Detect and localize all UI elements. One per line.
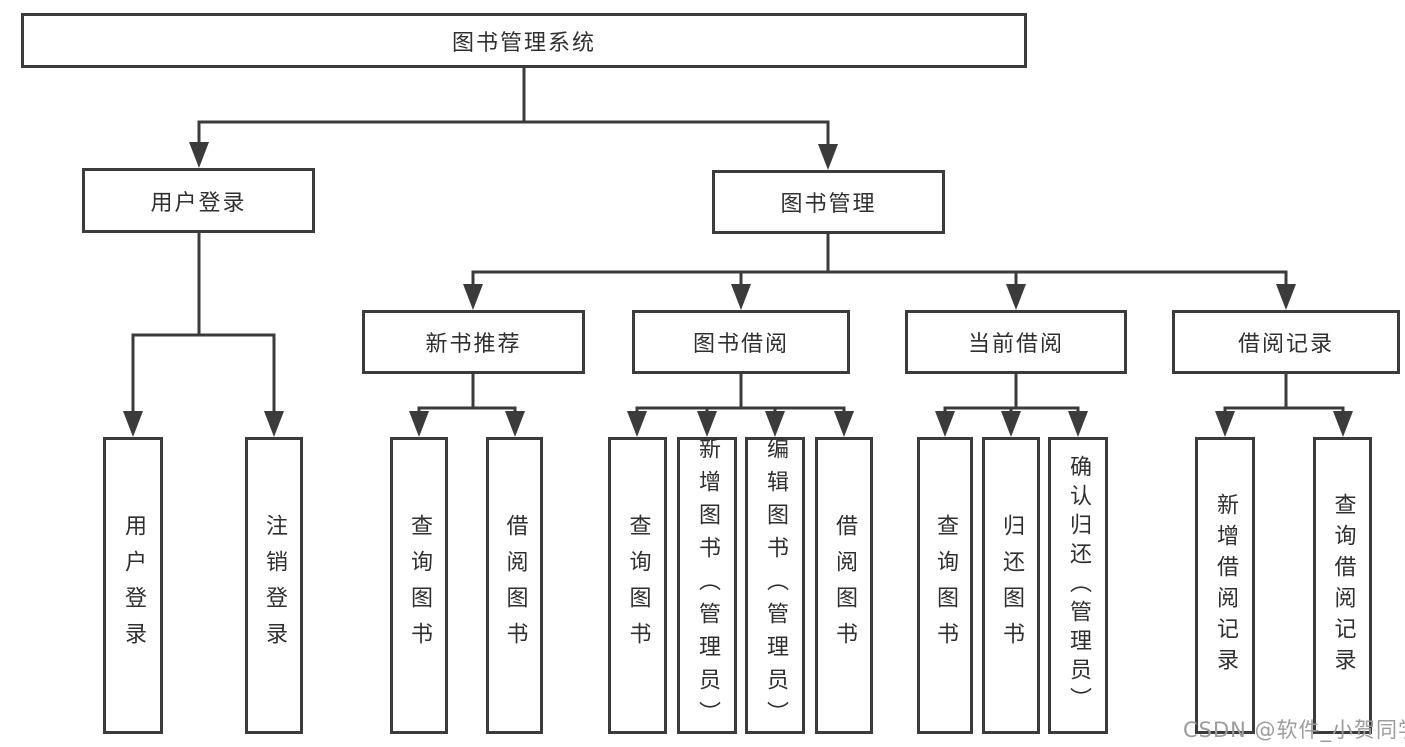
node-book-mgmt: 图书管理	[712, 170, 945, 234]
node-new-book-rec-label: 新书推荐	[425, 332, 522, 357]
node-book-borrow-label: 图书借阅	[692, 332, 789, 357]
leaf-edit-book-admin-label: 编辑图书（管理员）	[763, 437, 788, 734]
leaf-borrow-borrow-book: 借阅图书	[815, 437, 873, 734]
leaf-user-login: 用户登录	[103, 437, 163, 734]
leaf-add-book-admin-label: 新增图书（管理员）	[695, 437, 720, 734]
node-user-login-label: 用户登录	[150, 190, 247, 216]
node-current-borrow: 当前借阅	[905, 310, 1127, 374]
node-root-label: 图书管理系统	[451, 30, 596, 56]
leaf-borrow-query-book: 查询图书	[608, 437, 667, 734]
leaf-add-borrow-record: 新增借阅记录	[1195, 437, 1255, 734]
leaf-logout: 注销登录	[245, 437, 303, 734]
leaf-confirm-return-admin: 确认归还（管理员）	[1048, 437, 1108, 734]
leaf-current-query-book-label: 查询图书	[933, 513, 958, 658]
node-book-mgmt-label: 图书管理	[780, 192, 877, 217]
leaf-recommend-borrow-book: 借阅图书	[486, 437, 543, 734]
node-borrow-record: 借阅记录	[1172, 310, 1400, 374]
leaf-recommend-borrow-book-label: 借阅图书	[502, 513, 528, 658]
leaf-query-borrow-record-label: 查询借阅记录	[1330, 492, 1356, 679]
leaf-borrow-borrow-book-label: 借阅图书	[832, 513, 857, 658]
leaf-user-login-label: 用户登录	[121, 513, 146, 658]
leaf-return-book-label: 归还图书	[999, 513, 1024, 658]
leaf-query-borrow-record: 查询借阅记录	[1313, 437, 1372, 734]
leaf-add-borrow-record-label: 新增借阅记录	[1213, 492, 1238, 679]
node-book-borrow: 图书借阅	[632, 310, 850, 374]
leaf-confirm-return-admin-label: 确认归还（管理员）	[1066, 455, 1091, 716]
leaf-add-book-admin: 新增图书（管理员）	[677, 437, 737, 734]
leaf-recommend-query-book-label: 查询图书	[407, 513, 432, 658]
leaf-logout-label: 注销登录	[262, 513, 287, 658]
node-borrow-record-label: 借阅记录	[1237, 332, 1334, 357]
leaf-recommend-query-book: 查询图书	[390, 437, 448, 734]
leaf-edit-book-admin: 编辑图书（管理员）	[745, 437, 805, 734]
leaf-return-book: 归还图书	[982, 437, 1040, 734]
leaf-current-query-book: 查询图书	[917, 437, 973, 734]
node-new-book-rec: 新书推荐	[362, 310, 585, 374]
node-root: 图书管理系统	[21, 13, 1027, 68]
leaf-borrow-query-book-label: 查询图书	[625, 513, 651, 658]
node-user-login: 用户登录	[82, 168, 315, 233]
node-current-borrow-label: 当前借阅	[967, 332, 1064, 357]
csdn-watermark: CSDN @软件_小贺同学	[1183, 718, 1405, 742]
